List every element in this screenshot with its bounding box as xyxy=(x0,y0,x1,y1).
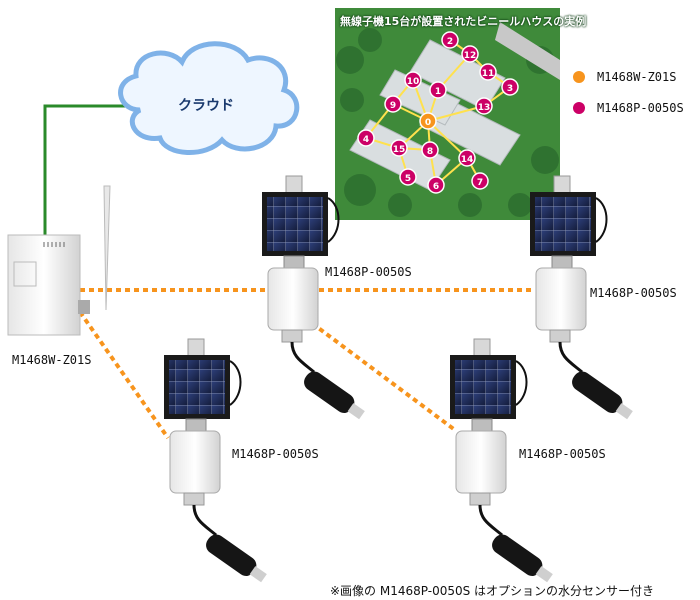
svg-text:7: 7 xyxy=(477,178,483,188)
gateway-router xyxy=(7,185,111,336)
map-node-9: 9 xyxy=(384,95,402,113)
sensor-label-top-center: M1468P-0050S xyxy=(325,265,412,279)
legend-item-sensor: M1468P-0050S xyxy=(573,101,684,115)
map-node-5: 5 xyxy=(399,168,417,186)
sensor-label-bottom-right: M1468P-0050S xyxy=(519,447,606,461)
map-node-2: 2 xyxy=(441,31,459,49)
svg-text:13: 13 xyxy=(478,103,491,113)
legend-item-gateway: M1468W-Z01S xyxy=(573,70,676,84)
svg-text:14: 14 xyxy=(461,155,474,165)
map-node-7: 7 xyxy=(471,172,489,190)
sensor-unit-bottom-right xyxy=(448,337,558,588)
svg-text:0: 0 xyxy=(425,118,431,128)
map-title: 無線子機15台が設置されたビニールハウスの実例 xyxy=(340,15,587,28)
map-node-12: 12 xyxy=(461,45,479,63)
map-node-11: 11 xyxy=(479,63,497,81)
map-link xyxy=(427,105,485,122)
gateway-dot-icon xyxy=(573,71,585,83)
map-node-1: 1 xyxy=(429,81,447,99)
map-node-13: 13 xyxy=(475,97,493,115)
sensor-label-bottom-left: M1468P-0050S xyxy=(232,447,319,461)
cloud-shape xyxy=(118,41,300,155)
svg-text:1: 1 xyxy=(435,87,441,97)
map-node-15: 15 xyxy=(390,139,408,157)
svg-text:5: 5 xyxy=(405,174,411,184)
svg-text:10: 10 xyxy=(407,77,420,87)
legend-label-gateway: M1468W-Z01S xyxy=(597,70,677,84)
map-link xyxy=(427,120,468,159)
svg-text:3: 3 xyxy=(507,84,513,94)
wireless-links xyxy=(78,288,535,440)
sensor-unit-bottom-left xyxy=(162,337,272,588)
map-node-14: 14 xyxy=(458,149,476,167)
svg-text:6: 6 xyxy=(433,182,439,192)
svg-text:15: 15 xyxy=(393,145,406,155)
map-node-0: 0 xyxy=(419,112,437,130)
map-node-4: 4 xyxy=(357,129,375,147)
svg-text:8: 8 xyxy=(427,147,433,157)
svg-text:11: 11 xyxy=(482,69,495,79)
sensor-dot-icon xyxy=(573,102,585,114)
svg-text:2: 2 xyxy=(447,37,453,47)
svg-text:9: 9 xyxy=(390,101,396,111)
map-node-3: 3 xyxy=(501,78,519,96)
svg-text:12: 12 xyxy=(464,51,477,61)
footnote: ※画像の M1468P-0050S はオプションの水分センサー付き xyxy=(330,584,655,598)
legend-label-sensor: M1468P-0050S xyxy=(597,101,684,115)
map-node-8: 8 xyxy=(421,141,439,159)
gateway-label: M1468W-Z01S xyxy=(12,353,92,367)
map-node-6: 6 xyxy=(427,176,445,194)
map-node-10: 10 xyxy=(404,71,422,89)
sensor-label-top-right: M1468P-0050S xyxy=(590,286,677,300)
cloud-label: クラウド xyxy=(178,98,234,114)
svg-text:4: 4 xyxy=(363,135,369,145)
cloud-link-wire xyxy=(43,104,140,240)
